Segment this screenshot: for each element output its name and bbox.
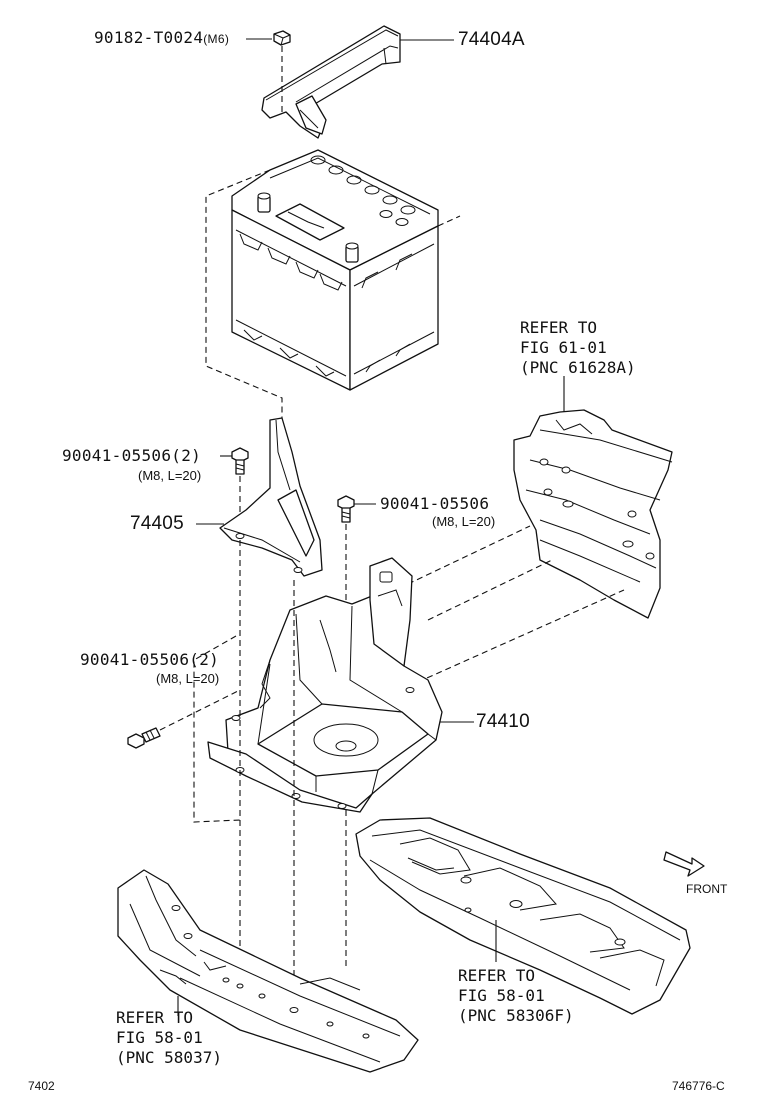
bolt-left-upper-icon bbox=[231, 447, 249, 475]
nut-spec: (M6) bbox=[203, 32, 230, 46]
ref-lower-right-line1: REFER TO bbox=[458, 966, 536, 985]
bolt-mid-icon bbox=[337, 495, 355, 523]
bracket-part-number: 74405 bbox=[130, 513, 184, 534]
ref-lower-right-line2: FIG 58-01 bbox=[458, 986, 545, 1005]
battery-tray-74410 bbox=[207, 557, 443, 813]
front-label: FRONT bbox=[686, 882, 728, 896]
bolt-left-spec: (M8, L=20) bbox=[138, 468, 202, 483]
bolt-left-part-number: 90041-05506(2) bbox=[62, 446, 202, 465]
ref-lower-left: REFER TO FIG 58-01 (PNC 58037) bbox=[116, 1008, 222, 1068]
floor-panel-58306F bbox=[355, 817, 691, 1015]
bolt-lower-left-icon bbox=[127, 727, 161, 749]
ref-upper-right-line1: REFER TO bbox=[520, 318, 598, 337]
ref-upper-right-line3: (PNC 61628A) bbox=[520, 358, 636, 377]
ref-lower-right: REFER TO FIG 58-01 (PNC 58306F) bbox=[458, 966, 574, 1026]
figure-code: 746776-C bbox=[672, 1079, 725, 1093]
nut-part-number-text: 90182-T0024 bbox=[94, 28, 204, 47]
nut-90182-icon bbox=[273, 30, 291, 46]
ref-lower-left-line1: REFER TO bbox=[116, 1008, 194, 1027]
ref-lower-right-line3: (PNC 58306F) bbox=[458, 1006, 574, 1025]
bolt-lower-part-number: 90041-05506(2) bbox=[80, 650, 220, 669]
bolt-mid-part-number: 90041-05506 bbox=[380, 494, 490, 513]
ref-upper-right: REFER TO FIG 61-01 (PNC 61628A) bbox=[520, 318, 636, 378]
bolt-mid-spec: (M8, L=20) bbox=[432, 514, 496, 529]
ref-lower-left-line2: FIG 58-01 bbox=[116, 1028, 203, 1047]
side-panel-61628A bbox=[513, 409, 673, 619]
ref-lower-left-line3: (PNC 58037) bbox=[116, 1048, 222, 1067]
page-code: 7402 bbox=[28, 1079, 55, 1093]
clamp-part-number: 74404A bbox=[458, 29, 525, 50]
nut-part-number: 90182-T0024(M6) bbox=[94, 30, 229, 46]
tray-part-number: 74410 bbox=[476, 711, 530, 732]
floor-panel-58037 bbox=[117, 869, 419, 1073]
ref-upper-right-line2: FIG 61-01 bbox=[520, 338, 607, 357]
front-arrow-icon bbox=[663, 851, 705, 877]
bolt-lower-spec: (M8, L=20) bbox=[156, 671, 220, 686]
bracket-74405 bbox=[219, 417, 323, 577]
battery-clamp-74404A bbox=[261, 25, 401, 139]
battery bbox=[231, 149, 439, 391]
